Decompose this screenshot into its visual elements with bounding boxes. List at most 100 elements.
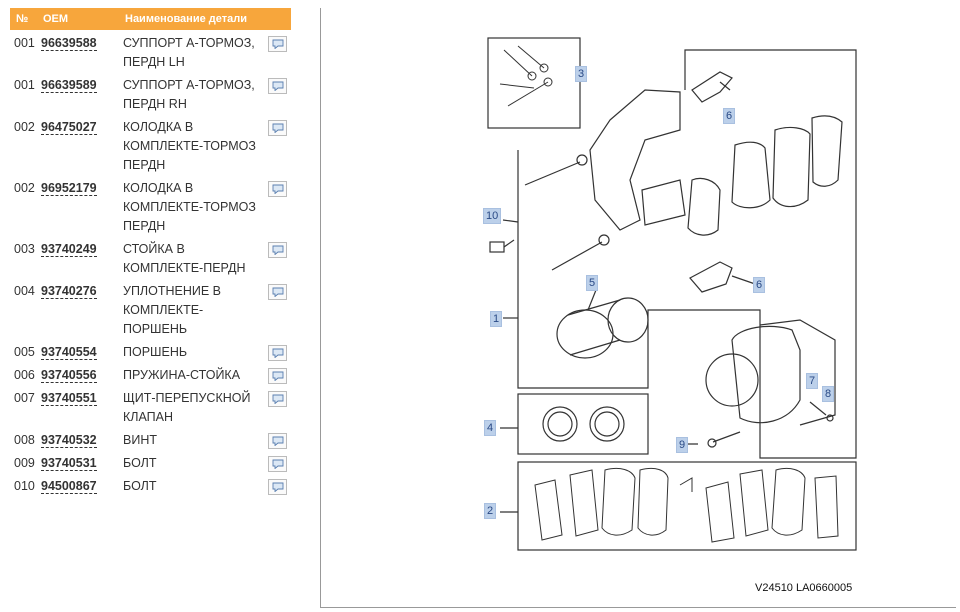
comment-button[interactable]: [268, 36, 287, 52]
table-row: 001 96639588 СУППОРТ А-ТОРМОЗ, ПЕРДН LH: [10, 30, 291, 72]
comment-button[interactable]: [268, 368, 287, 384]
speech-bubble-icon: [272, 394, 283, 404]
callout-6-top[interactable]: 6: [723, 108, 736, 124]
row-num: 010: [14, 479, 35, 493]
speech-bubble-icon: [272, 123, 283, 133]
oem-number[interactable]: 93740532: [41, 433, 97, 448]
callout-7[interactable]: 7: [806, 373, 819, 389]
oem-link[interactable]: 96639588: [41, 34, 123, 72]
oem-link[interactable]: 93740276: [41, 282, 123, 339]
row-num: 003: [14, 242, 35, 256]
table-row: 008 93740532 ВИНТ: [10, 427, 291, 450]
row-num: 001: [14, 36, 35, 50]
speech-bubble-icon: [272, 287, 283, 297]
callout-5[interactable]: 5: [586, 275, 599, 291]
oem-link[interactable]: 93740556: [41, 366, 123, 385]
table-row: 002 96952179 КОЛОДКА В КОМПЛЕКТЕ-ТОРМОЗ ПЕ…: [10, 175, 291, 236]
speech-bubble-icon: [272, 184, 283, 194]
comment-button[interactable]: [268, 120, 287, 136]
part-name: ВИНТ: [123, 433, 157, 447]
oem-number[interactable]: 93740276: [41, 284, 97, 299]
row-num: 005: [14, 345, 35, 359]
callout-1[interactable]: 1: [490, 311, 503, 327]
speech-bubble-icon: [272, 245, 283, 255]
row-num: 001: [14, 78, 35, 92]
brake-caliper-diagram: [487, 37, 857, 551]
part-name: ПОРШЕНЬ: [123, 345, 188, 359]
part-name: БОЛТ: [123, 456, 157, 470]
comment-button[interactable]: [268, 181, 287, 197]
speech-bubble-icon: [272, 348, 283, 358]
oem-number[interactable]: 93740531: [41, 456, 97, 471]
oem-number[interactable]: 93740554: [41, 345, 97, 360]
comment-button[interactable]: [268, 78, 287, 94]
part-name: СТОЙКА В КОМПЛЕКТЕ-ПЕРДН: [123, 242, 246, 275]
oem-number[interactable]: 93740556: [41, 368, 97, 383]
comment-button[interactable]: [268, 345, 287, 361]
table-row: 002 96475027 КОЛОДКА В КОМПЛЕКТЕ-ТОРМОЗ ПЕ…: [10, 114, 291, 175]
oem-link[interactable]: 93740551: [41, 389, 123, 427]
row-num: 006: [14, 368, 35, 382]
callout-3[interactable]: 3: [575, 66, 588, 82]
speech-bubble-icon: [272, 81, 283, 91]
callout-9[interactable]: 9: [676, 437, 689, 453]
speech-bubble-icon: [272, 436, 283, 446]
comment-button[interactable]: [268, 284, 287, 300]
oem-link[interactable]: 93740249: [41, 240, 123, 278]
table-row: 005 93740554 ПОРШЕНЬ: [10, 339, 291, 362]
oem-link[interactable]: 96952179: [41, 179, 123, 236]
oem-link[interactable]: 93740531: [41, 454, 123, 473]
part-name: СУППОРТ А-ТОРМОЗ, ПЕРДН LH: [123, 36, 255, 69]
table-row: 007 93740551 ЩИТ-ПЕРЕПУСКНОЙ КЛАПАН: [10, 385, 291, 427]
oem-number[interactable]: 96639588: [41, 36, 97, 51]
oem-number[interactable]: 96639589: [41, 78, 97, 93]
table-row: 003 93740249 СТОЙКА В КОМПЛЕКТЕ-ПЕРДН: [10, 236, 291, 278]
speech-bubble-icon: [272, 459, 283, 469]
callout-6-mid[interactable]: 6: [753, 277, 766, 293]
header-name: Наименование детали: [125, 13, 247, 25]
callout-2[interactable]: 2: [484, 503, 497, 519]
part-name: БОЛТ: [123, 479, 157, 493]
speech-bubble-icon: [272, 39, 283, 49]
part-name: УПЛОТНЕНИЕ В КОМПЛЕКТЕ-ПОРШЕНЬ: [123, 284, 222, 336]
callout-4[interactable]: 4: [484, 420, 497, 436]
part-name: КОЛОДКА В КОМПЛЕКТЕ-ТОРМОЗ ПЕРДН: [123, 181, 256, 233]
callout-8[interactable]: 8: [822, 386, 835, 402]
oem-number[interactable]: 93740551: [41, 391, 97, 406]
oem-number[interactable]: 94500867: [41, 479, 97, 494]
row-num: 002: [14, 181, 35, 195]
part-name: СУППОРТ А-ТОРМОЗ, ПЕРДН RH: [123, 78, 255, 111]
oem-link[interactable]: 93740532: [41, 431, 123, 450]
oem-link[interactable]: 96475027: [41, 118, 123, 175]
comment-button[interactable]: [268, 479, 287, 495]
table-row: 010 94500867 БОЛТ: [10, 473, 291, 496]
header-oem: OEM: [43, 13, 69, 25]
oem-number[interactable]: 93740249: [41, 242, 97, 257]
part-name: ПРУЖИНА-СТОЙКА: [123, 368, 241, 382]
comment-button[interactable]: [268, 456, 287, 472]
oem-link[interactable]: 93740554: [41, 343, 123, 362]
speech-bubble-icon: [272, 371, 283, 381]
table-header: № OEM Наименование детали: [10, 8, 291, 30]
comment-button[interactable]: [268, 391, 287, 407]
oem-link[interactable]: 94500867: [41, 477, 123, 496]
comment-button[interactable]: [268, 242, 287, 258]
diagram-frame: [320, 8, 956, 608]
oem-number[interactable]: 96475027: [41, 120, 97, 135]
row-num: 008: [14, 433, 35, 447]
row-num: 002: [14, 120, 35, 134]
comment-button[interactable]: [268, 433, 287, 449]
callout-10[interactable]: 10: [483, 208, 502, 224]
part-name: ЩИТ-ПЕРЕПУСКНОЙ КЛАПАН: [123, 391, 251, 424]
diagram-code: V24510 LA0660005: [755, 582, 853, 594]
oem-link[interactable]: 96639589: [41, 76, 123, 114]
oem-number[interactable]: 96952179: [41, 181, 97, 196]
speech-bubble-icon: [272, 482, 283, 492]
row-num: 007: [14, 391, 35, 405]
header-no: №: [16, 13, 29, 25]
table-row: 006 93740556 ПРУЖИНА-СТОЙКА: [10, 362, 291, 385]
part-name: КОЛОДКА В КОМПЛЕКТЕ-ТОРМОЗ ПЕРДН: [123, 120, 256, 172]
